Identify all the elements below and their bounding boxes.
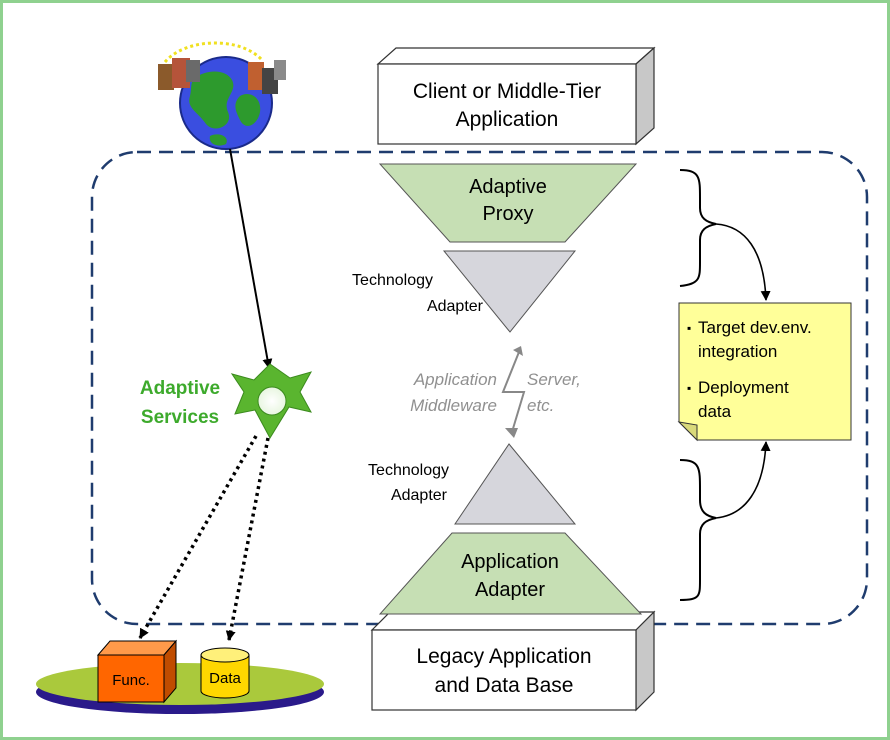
middleware-line2b: etc. <box>527 396 554 415</box>
technology-adapter-top-shape <box>442 250 577 333</box>
func-cube-icon: Func. <box>96 639 178 704</box>
services-to-data-arrow <box>225 437 270 641</box>
brace-top-arrow <box>715 223 771 301</box>
note-bullet-1: ▪ <box>687 321 691 335</box>
adaptive-proxy-shape: Adaptive Proxy <box>378 163 638 243</box>
client-application-box: Client or Middle-Tier Application <box>376 46 656 146</box>
middleware-line2a: Middleware <box>410 396 497 415</box>
brace-bottom-arrow <box>715 441 771 519</box>
person-icon <box>274 60 286 80</box>
func-label: Func. <box>112 672 150 689</box>
note-item2-line2: data <box>698 402 732 421</box>
technology-adapter-top-line2: Adapter <box>427 298 484 315</box>
technology-adapter-bottom-line1: Technology <box>368 462 449 479</box>
note-item1-line2: integration <box>698 342 777 361</box>
note-item1-line1: Target dev.env. <box>698 318 812 337</box>
person-icon <box>172 58 190 88</box>
technology-adapter-bottom-shape <box>454 443 577 525</box>
middleware-connector <box>501 346 526 438</box>
services-to-func-arrow <box>138 435 258 639</box>
legacy-application-box: Legacy Application and Data Base <box>370 610 656 712</box>
data-cylinder-icon: Data <box>200 647 250 699</box>
legacy-box-line1: Legacy Application <box>416 645 591 668</box>
brace-top <box>679 169 717 287</box>
application-adapter-line2: Adapter <box>475 579 545 601</box>
adaptive-proxy-line1: Adaptive <box>469 176 547 198</box>
globe-to-services-arrow <box>229 148 273 369</box>
middleware-line1a: Application <box>413 370 497 389</box>
brace-bottom <box>679 459 717 601</box>
middleware-line1b: Server, <box>527 370 581 389</box>
resource-platform <box>36 663 324 714</box>
note-bullet-2: ▪ <box>687 381 691 395</box>
note-item2-line1: Deployment <box>698 378 789 397</box>
adaptive-services-star-icon <box>230 363 313 440</box>
client-box-line2: Application <box>456 108 559 131</box>
person-icon <box>158 64 174 90</box>
application-adapter-shape: Application Adapter <box>378 532 643 615</box>
person-icon <box>186 60 200 82</box>
technology-adapter-bottom-line2: Adapter <box>391 487 448 504</box>
client-box-line1: Client or Middle-Tier <box>413 80 601 103</box>
adaptive-services-line2: Services <box>141 407 219 428</box>
person-icon <box>248 62 264 90</box>
globe-icon <box>158 41 286 150</box>
legacy-box-line2: and Data Base <box>435 674 574 697</box>
adaptive-proxy-line2: Proxy <box>482 203 533 225</box>
application-adapter-line1: Application <box>461 551 559 573</box>
adaptive-services-line1: Adaptive <box>140 378 220 399</box>
target-integration-note: ▪ Target dev.env. integration ▪ Deployme… <box>677 302 852 442</box>
data-label: Data <box>209 670 241 687</box>
technology-adapter-top-line1: Technology <box>352 272 433 289</box>
